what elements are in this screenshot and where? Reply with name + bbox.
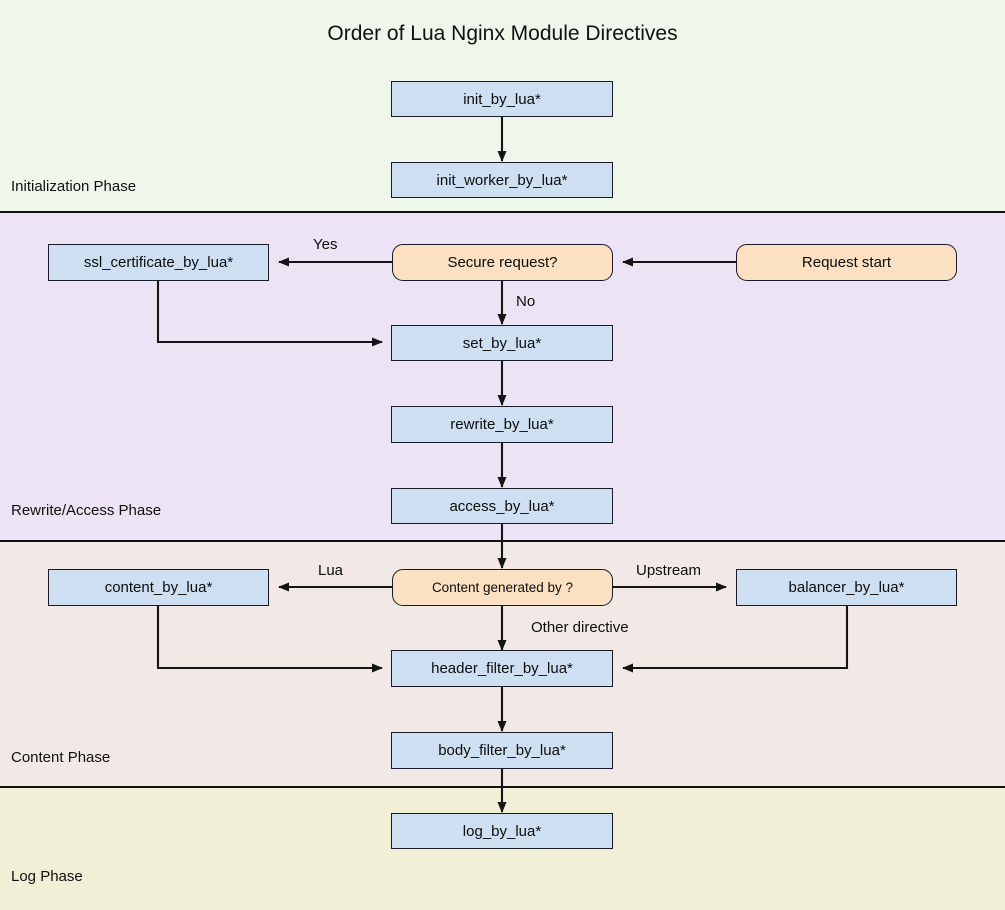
- node-label: header_filter_by_lua*: [431, 660, 573, 677]
- node-label: rewrite_by_lua*: [450, 416, 554, 433]
- node-balancer-by-lua[interactable]: balancer_by_lua*: [736, 569, 957, 606]
- edge-label-no: No: [516, 293, 536, 310]
- node-label: init_by_lua*: [463, 90, 541, 108]
- node-body-filter-by-lua[interactable]: body_filter_by_lua*: [391, 732, 613, 769]
- phase-label-log: Log Phase: [11, 868, 83, 885]
- node-label: log_by_lua*: [462, 822, 542, 840]
- node-label: set_by_lua*: [462, 334, 542, 352]
- node-label: Secure request?: [447, 254, 558, 271]
- node-label: Request start: [801, 254, 892, 271]
- edge-label-yes: Yes: [313, 236, 338, 253]
- edge-label-upstream: Upstream: [636, 562, 702, 579]
- phase-label-initialization: Initialization Phase: [11, 178, 137, 195]
- edge-contentbylua-to-headerfilter: [156, 606, 383, 673]
- edge-label-lua: Lua: [318, 562, 344, 579]
- node-label: init_worker_by_lua*: [436, 171, 568, 189]
- node-ssl-certificate-by-lua[interactable]: ssl_certificate_by_lua*: [48, 244, 269, 281]
- node-label: ssl_certificate_by_lua*: [83, 254, 234, 271]
- phase-label-content: Content Phase: [11, 749, 111, 766]
- node-log-by-lua[interactable]: log_by_lua*: [391, 813, 613, 849]
- node-secure-request[interactable]: Secure request?: [392, 244, 613, 281]
- node-label: content_by_lua*: [104, 579, 213, 596]
- phase-label-rewrite-access: Rewrite/Access Phase: [11, 502, 162, 519]
- node-header-filter-by-lua[interactable]: header_filter_by_lua*: [391, 650, 613, 687]
- node-rewrite-by-lua[interactable]: rewrite_by_lua*: [391, 406, 613, 443]
- node-set-by-lua[interactable]: set_by_lua*: [391, 325, 613, 361]
- node-label: balancer_by_lua*: [788, 579, 905, 596]
- node-content-by-lua[interactable]: content_by_lua*: [48, 569, 269, 606]
- node-access-by-lua[interactable]: access_by_lua*: [391, 488, 613, 524]
- edge-balancer-to-headerfilter: [622, 606, 849, 673]
- node-label: Content generated by ?: [431, 580, 574, 595]
- node-content-generated-by[interactable]: Content generated by ?: [392, 569, 613, 606]
- node-init-worker-by-lua[interactable]: init_worker_by_lua*: [391, 162, 613, 198]
- edge-ssl-to-setbylua: [156, 281, 383, 347]
- node-request-start[interactable]: Request start: [736, 244, 957, 281]
- edge-label-other-directive: Other directive: [531, 619, 629, 636]
- node-label: body_filter_by_lua*: [438, 742, 566, 759]
- node-label: access_by_lua*: [449, 497, 555, 515]
- diagram-title: Order of Lua Nginx Module Directives: [327, 22, 678, 45]
- node-init-by-lua[interactable]: init_by_lua*: [391, 81, 613, 117]
